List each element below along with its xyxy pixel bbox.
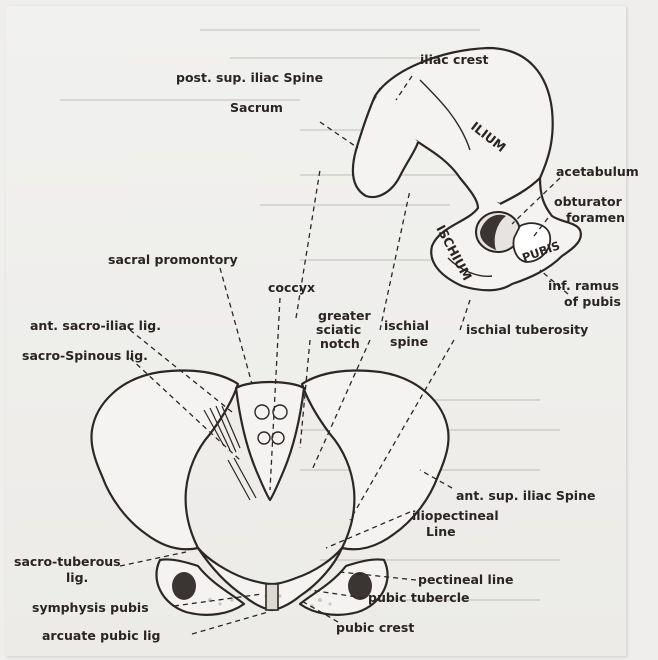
label-arcuate-pubic: arcuate pubic lig (42, 628, 161, 643)
label-pectineal-line: pectineal line (418, 572, 514, 587)
label-acetabulum: acetabulum (556, 164, 639, 179)
label-sacro-spinous: sacro-Spinous lig. (22, 348, 148, 363)
label-sacral-promontory: sacral promontory (108, 252, 238, 267)
symphysis-shape (266, 584, 278, 610)
leader-greater-sciatic-up (296, 170, 320, 318)
label-greater-sciatic-2: sciatic (316, 322, 361, 337)
label-greater-sciatic-3: notch (320, 336, 360, 351)
label-iliac-crest: iliac crest (420, 52, 489, 67)
label-sacro-tuberous-2: lig. (66, 570, 88, 585)
label-iliopectineal-1: iliopectineal (412, 508, 499, 523)
label-ant-sacro-iliac: ant. sacro-iliac lig. (30, 318, 161, 333)
label-pubic-tubercle: pubic tubercle (368, 590, 469, 605)
label-symphysis-pubis: symphysis pubis (32, 600, 149, 615)
leader-sacral-promontory (220, 268, 252, 384)
label-sacro-tuberous-1: sacro-tuberous (14, 554, 121, 569)
label-post-sup-iliac-spine: post. sup. iliac Spine (176, 70, 323, 85)
leader-sacrum (320, 122, 358, 148)
label-inf-ramus-1: inf. ramus (548, 278, 619, 293)
label-ischial-spine-2: spine (390, 334, 428, 349)
label-ischial-spine-1: ischial (384, 318, 429, 333)
label-pubic-crest: pubic crest (336, 620, 414, 635)
left-obturator-hole (172, 572, 196, 600)
label-sacrum: Sacrum (230, 100, 283, 115)
left-iliac-wing (91, 371, 238, 550)
label-inf-ramus-2: of pubis (564, 294, 621, 309)
label-ischial-tuberosity: ischial tuberosity (466, 322, 588, 337)
label-greater-sciatic-1: greater (318, 308, 371, 323)
label-coccyx: coccyx (268, 280, 315, 295)
label-obturator-1: obturator (554, 194, 623, 209)
label-iliopectineal-2: Line (426, 524, 456, 539)
label-obturator-2: foramen (566, 210, 625, 225)
label-ant-sup-iliac: ant. sup. iliac Spine (456, 488, 595, 503)
